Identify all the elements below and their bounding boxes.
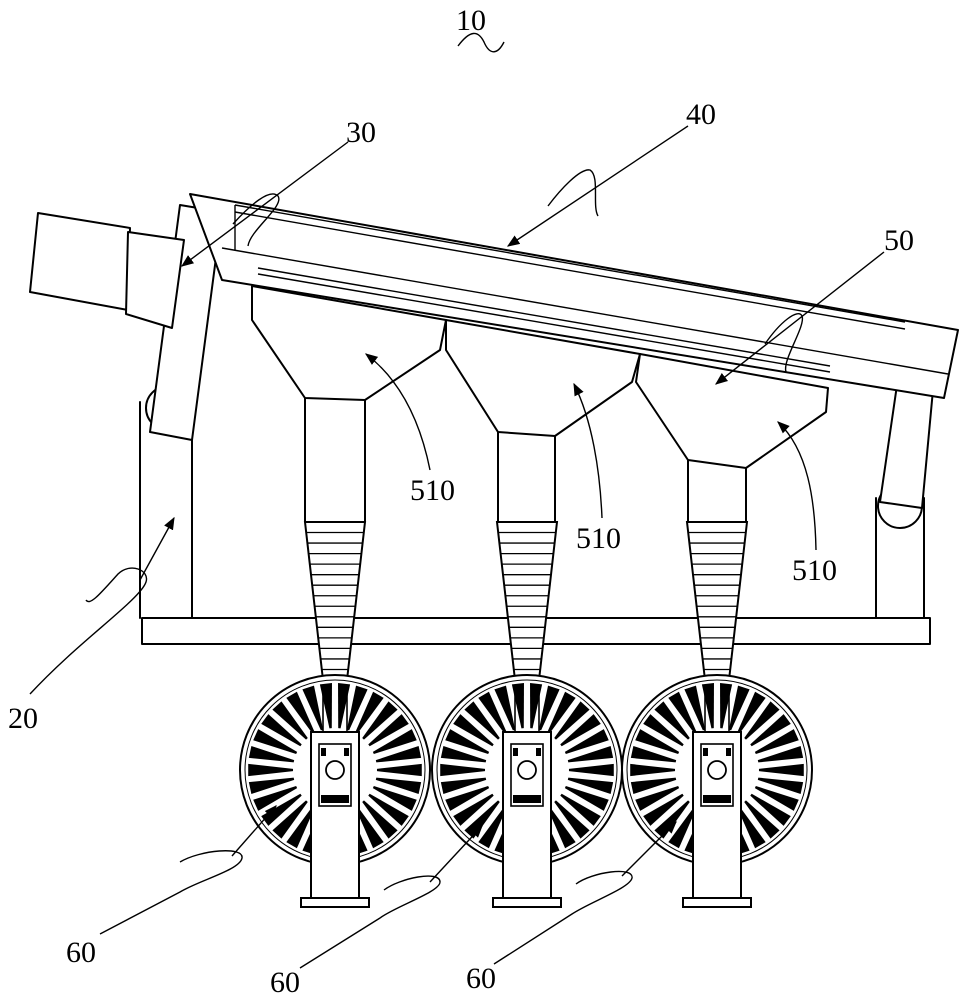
label-60-b: 60 [270, 966, 300, 999]
label-60-a: 60 [66, 936, 96, 969]
hopper-3 [635, 353, 829, 523]
spool-3 [621, 674, 813, 908]
leader-60-2 [299, 875, 441, 969]
label-60-c: 60 [466, 962, 496, 995]
leader-60-3 [493, 870, 633, 965]
ribbed-funnels [303, 521, 749, 691]
conveyor-beam [189, 193, 959, 399]
motor-body [29, 212, 131, 311]
leader-510-1 [364, 353, 431, 471]
label-30: 30 [346, 116, 376, 149]
beam-rail-mid [221, 247, 949, 375]
leader-10 [457, 32, 505, 53]
label-50: 50 [884, 224, 914, 257]
hopper-1-chute [304, 397, 366, 523]
leader-510-3 [777, 421, 817, 551]
wire-spools [239, 674, 813, 908]
leader-60-1 [99, 850, 243, 935]
leader-60-2-arrow [429, 825, 483, 883]
spool-2 [431, 674, 623, 908]
beam-rail-top-1 [234, 204, 906, 323]
leader-60-3-arrow [621, 821, 677, 877]
motor [29, 212, 185, 329]
hopper-3-chute [687, 459, 747, 523]
beam-rail-top-2 [234, 211, 906, 330]
leader-40 [506, 125, 689, 247]
beam-outline [189, 193, 959, 399]
leader-510-2 [573, 382, 603, 519]
leaders [29, 32, 885, 969]
hopper-2 [445, 319, 641, 523]
leader-40-squiggle [547, 169, 599, 217]
leader-60-1-arrow [231, 805, 277, 857]
label-510-b: 510 [576, 522, 621, 555]
funnel-3 [685, 521, 749, 691]
leader-20-arrow [139, 516, 175, 581]
label-10: 10 [456, 4, 486, 37]
leader-50 [715, 251, 885, 385]
label-40: 40 [686, 98, 716, 131]
hopper-2-chute [497, 431, 556, 523]
leader-50-squiggle [764, 313, 804, 373]
funnel-1 [303, 521, 367, 691]
leader-20 [29, 567, 148, 695]
reference-labels: 10 30 40 50 510 510 510 20 60 60 60 [8, 4, 914, 999]
label-510-c: 510 [792, 554, 837, 587]
leader-30-squiggle [232, 193, 280, 247]
beam-rail-low-2 [257, 273, 831, 373]
funnel-2 [495, 521, 559, 691]
label-20: 20 [8, 702, 38, 735]
beam-rail-low-1 [257, 267, 831, 367]
right-post [875, 497, 925, 619]
label-510-a: 510 [410, 474, 455, 507]
motor-coupling [125, 231, 185, 329]
leader-30 [180, 141, 349, 267]
spool-1 [239, 674, 431, 908]
